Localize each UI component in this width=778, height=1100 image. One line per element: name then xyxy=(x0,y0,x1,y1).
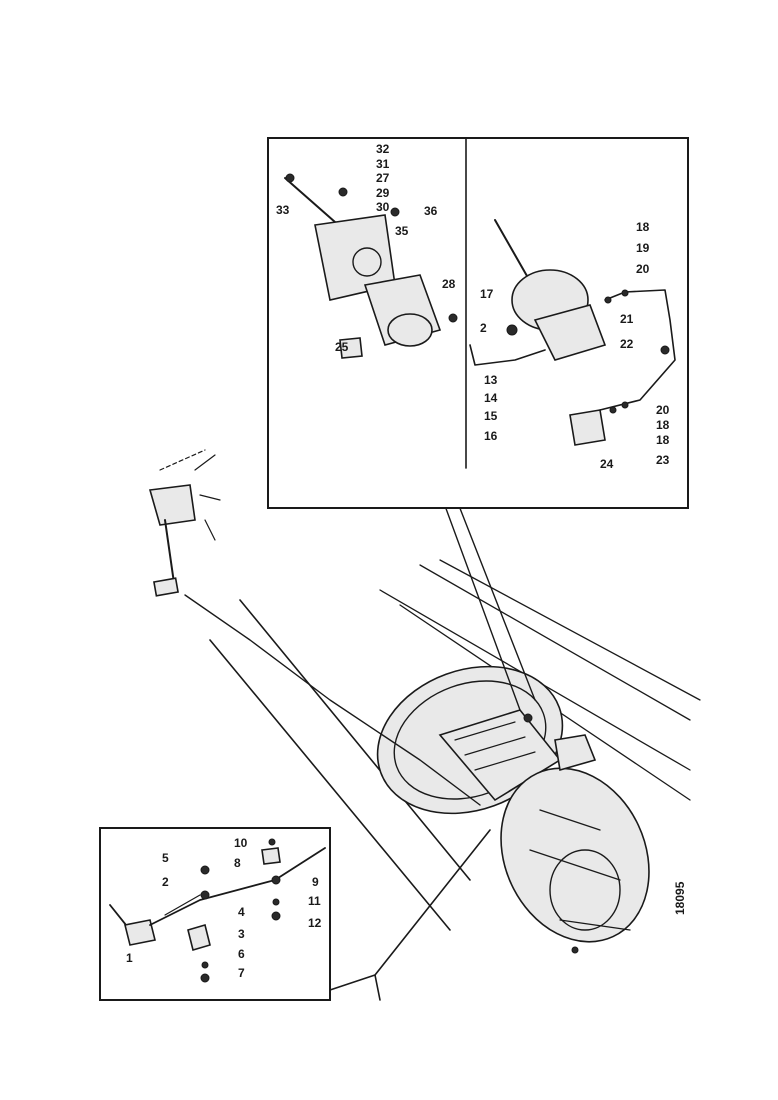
label-28: 28 xyxy=(442,277,456,291)
label-3: 3 xyxy=(238,927,245,941)
label-21: 21 xyxy=(620,312,634,326)
label-1: 1 xyxy=(126,951,133,965)
label-27: 27 xyxy=(376,171,390,185)
label-19: 19 xyxy=(636,241,650,255)
label-30: 30 xyxy=(376,200,390,214)
label-2b: 2 xyxy=(162,875,169,889)
label-14: 14 xyxy=(484,391,498,405)
label-13: 13 xyxy=(484,373,498,387)
label-2: 2 xyxy=(480,321,487,335)
label-18c: 18 xyxy=(656,433,670,447)
label-20b: 20 xyxy=(656,403,670,417)
label-18b: 18 xyxy=(656,418,670,432)
labels-top-left: 32 31 27 29 33 30 36 35 28 25 xyxy=(276,142,456,354)
clutch-pedal xyxy=(148,449,221,597)
label-10: 10 xyxy=(234,836,248,850)
label-16: 16 xyxy=(484,429,498,443)
label-32: 32 xyxy=(376,142,390,156)
label-23: 23 xyxy=(656,453,670,467)
labels-top-right: 18 19 20 17 2 21 22 13 14 15 16 20 18 18… xyxy=(480,220,670,471)
label-29: 29 xyxy=(376,186,390,200)
label-31: 31 xyxy=(376,157,390,171)
label-5: 5 xyxy=(162,851,169,865)
leader-lines xyxy=(329,829,491,1001)
detail-box-top: 32 31 27 29 33 30 36 35 28 25 18 19 20 1… xyxy=(267,137,689,509)
label-25: 25 xyxy=(335,340,349,354)
label-6: 6 xyxy=(238,947,245,961)
slave-cylinder-assembly xyxy=(469,219,676,446)
label-8: 8 xyxy=(234,856,241,870)
master-cylinder-assembly xyxy=(284,173,458,359)
label-18a: 18 xyxy=(636,220,650,234)
label-7: 7 xyxy=(238,966,245,980)
label-11: 11 xyxy=(308,894,321,908)
label-4: 4 xyxy=(238,905,245,919)
label-33: 33 xyxy=(276,203,290,217)
label-36: 36 xyxy=(424,204,438,218)
label-12: 12 xyxy=(308,916,322,930)
label-9: 9 xyxy=(312,875,319,889)
gearbox-body xyxy=(500,767,650,954)
label-24: 24 xyxy=(600,457,614,471)
label-20a: 20 xyxy=(636,262,650,276)
detail-box-bottom: 10 5 8 2 9 4 3 6 7 11 12 1 xyxy=(99,827,331,1001)
label-15: 15 xyxy=(484,409,498,423)
label-22: 22 xyxy=(620,337,634,351)
label-35: 35 xyxy=(395,224,409,238)
label-17: 17 xyxy=(480,287,494,301)
drawing-code: 18095 xyxy=(673,881,687,915)
slave-cylinder-main xyxy=(523,713,597,772)
